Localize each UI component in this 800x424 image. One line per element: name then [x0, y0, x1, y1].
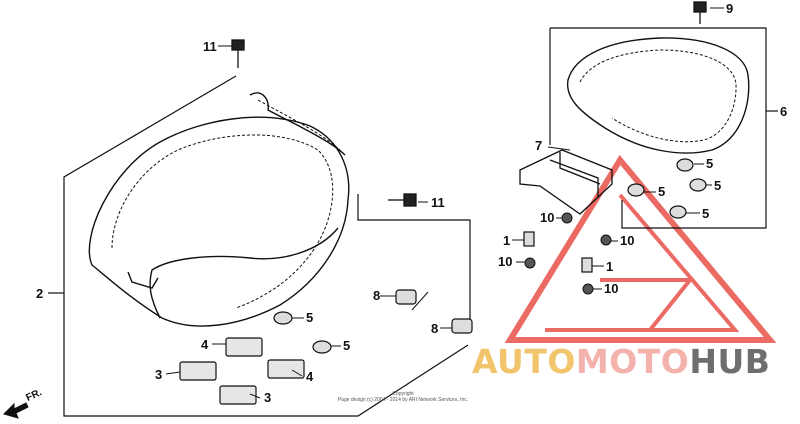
callout-1-a: 1 — [503, 233, 510, 248]
nuts-10 — [524, 212, 612, 295]
callout-5-d: 5 — [658, 184, 665, 199]
callout-3-b: 3 — [264, 390, 271, 405]
callout-5-c: 5 — [706, 156, 713, 171]
callout-6: 6 — [780, 104, 787, 119]
callout-8-b: 8 — [431, 321, 438, 336]
watermark-moto: MOTO — [575, 342, 690, 381]
callout-10-a: 10 — [540, 210, 554, 225]
seat-bracket — [519, 149, 613, 215]
rubbers-3 — [179, 361, 257, 405]
callout-8-a: 8 — [373, 288, 380, 303]
copyright-line-1: Copyright — [392, 391, 414, 397]
copyright-notice: Copyright Page design (c) 2004 - 2014 by… — [318, 391, 488, 403]
callout-11-top: 11 — [203, 39, 217, 54]
callout-11-right: 11 — [431, 195, 445, 210]
passenger-seat — [566, 37, 750, 154]
rider-seat-group-frame — [48, 75, 471, 417]
grommets-5 — [273, 158, 707, 354]
callout-2: 2 — [36, 286, 43, 301]
front-arrow-icon — [3, 402, 29, 419]
callout-5-b: 5 — [343, 338, 350, 353]
callout-labels: 11 11 9 6 7 2 8 8 4 4 3 3 5 5 5 5 5 5 1 … — [36, 1, 787, 405]
callout-1-b: 1 — [606, 259, 613, 274]
callout-9: 9 — [726, 1, 733, 16]
callout-10-d: 10 — [604, 281, 618, 296]
rider-seat — [88, 92, 350, 327]
callout-5-a: 5 — [306, 310, 313, 325]
callout-10-b: 10 — [498, 254, 512, 269]
watermark-logo: AUTOMOTOHUB — [472, 344, 770, 380]
callout-10-c: 10 — [620, 233, 634, 248]
callout-5-f: 5 — [702, 206, 709, 221]
callout-4-b: 4 — [306, 369, 314, 384]
leader-lines — [165, 7, 724, 399]
callout-5-e: 5 — [714, 178, 721, 193]
dampers-8 — [395, 289, 473, 334]
rubbers-4 — [225, 337, 305, 379]
callout-4-a: 4 — [201, 337, 209, 352]
callout-7: 7 — [535, 138, 542, 153]
collars-1 — [523, 231, 593, 273]
watermark-auto: AUTO — [472, 342, 576, 381]
watermark-hub: HUB — [689, 342, 771, 381]
callout-3-a: 3 — [155, 367, 162, 382]
copyright-line-2: Page design (c) 2004 - 2014 by ARI Netwo… — [337, 397, 469, 403]
watermark-triangle — [504, 154, 777, 343]
bolt-11-top — [231, 39, 245, 68]
bolt-9 — [693, 1, 707, 24]
passenger-seat-group-frame — [549, 27, 778, 229]
bolt-11-right — [388, 193, 417, 207]
